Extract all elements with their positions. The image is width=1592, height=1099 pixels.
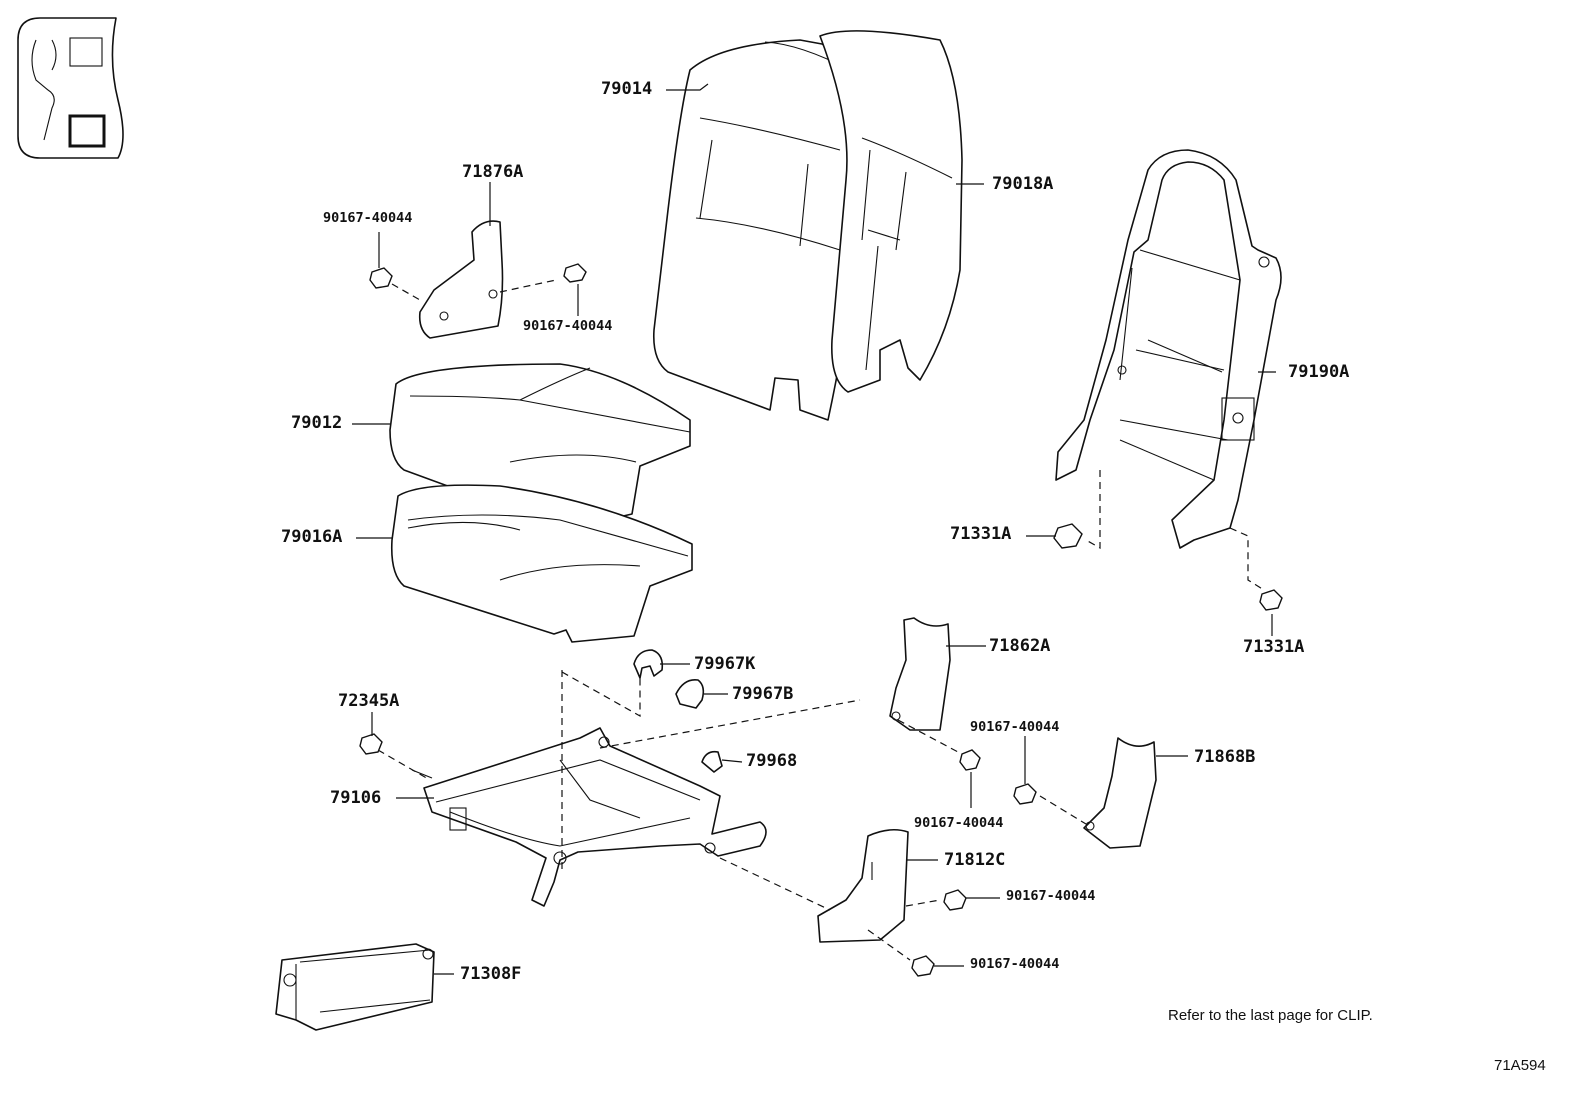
label-90167-40044-a: 90167-40044 <box>323 210 413 226</box>
label-71812C: 71812C <box>944 850 1006 870</box>
label-79968: 79968 <box>746 751 798 771</box>
cover-71812C <box>817 828 1000 977</box>
label-90167-40044-e: 90167-40044 <box>1006 888 1096 904</box>
label-71331A-b: 71331A <box>1243 637 1305 657</box>
label-90167-40044-b: 90167-40044 <box>523 318 613 334</box>
label-90167-40044-d: 90167-40044 <box>914 815 1004 831</box>
label-71876A: 71876A <box>462 162 524 182</box>
clip-79967K <box>633 649 664 679</box>
seatback-frame-79190A <box>1053 149 1283 636</box>
label-79106: 79106 <box>330 788 382 808</box>
seat-cushion-pad-79016A <box>390 484 693 643</box>
seatback-cushion-79014 <box>652 39 857 421</box>
vehicle-locator-thumbnail <box>17 17 124 159</box>
label-79012: 79012 <box>291 413 343 433</box>
leader-lines <box>352 83 1276 975</box>
cover-box-71308F <box>275 943 435 1031</box>
diagram-code: 71A594 <box>1494 1057 1546 1074</box>
label-71868B: 71868B <box>1194 747 1256 767</box>
clip-79968 <box>701 750 723 773</box>
reclining-cover-71876A <box>369 220 587 339</box>
seatback-pad-79018A <box>819 30 963 393</box>
clip-reference-note: Refer to the last page for CLIP. <box>1168 1007 1373 1024</box>
cover-71862A <box>889 617 981 808</box>
label-72345A: 72345A <box>338 691 400 711</box>
label-79190A: 79190A <box>1288 362 1350 382</box>
seat-adjuster-79106 <box>359 660 861 911</box>
cap-79967B <box>675 678 705 709</box>
label-79014: 79014 <box>601 79 653 99</box>
label-90167-40044-c: 90167-40044 <box>970 719 1060 735</box>
label-71862A: 71862A <box>989 636 1051 656</box>
cover-71868B <box>1013 736 1157 849</box>
label-79967K: 79967K <box>694 654 756 674</box>
label-71308F: 71308F <box>460 964 522 984</box>
label-90167-40044-f: 90167-40044 <box>970 956 1060 972</box>
label-79967B: 79967B <box>732 684 794 704</box>
label-79018A: 79018A <box>992 174 1054 194</box>
label-71331A-a: 71331A <box>950 524 1012 544</box>
label-79016A: 79016A <box>281 527 343 547</box>
